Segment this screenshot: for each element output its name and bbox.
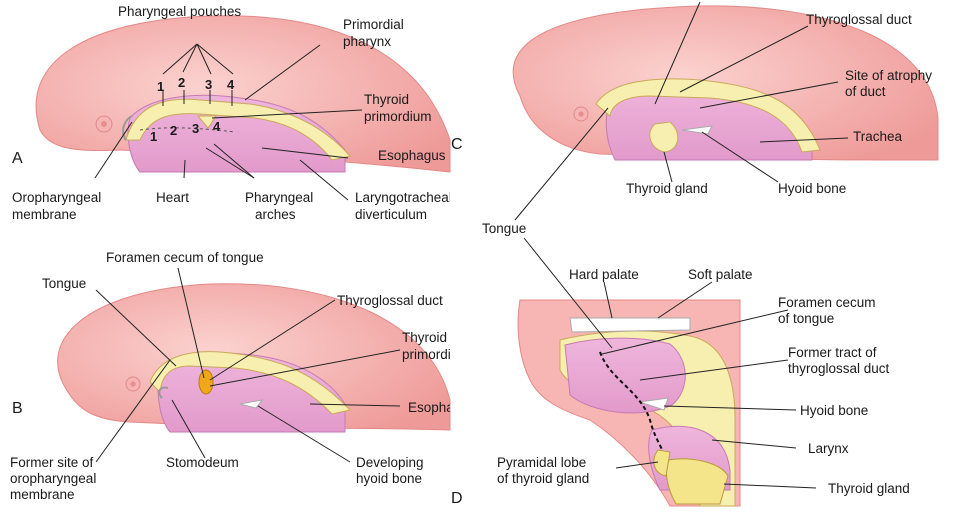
label-foramen-cecum-d-line1: Foramen cecum [778,295,876,311]
label-oropharyngeal-membrane-line1: Oropharyngeal [12,190,101,206]
label-pyramidal-lobe-line2: of thyroid gland [497,471,589,487]
label-primordial-pharynx-line2: pharynx [343,34,391,50]
label-esophagus-b: Esophagus [408,400,450,416]
label-foramen-cecum-d-line2: of tongue [778,311,834,327]
label-developing-hyoid-line2: hyoid bone [356,471,422,487]
label-soft-palate: Soft palate [688,267,753,283]
label-laryngotracheal-line2: diverticulum [355,207,450,223]
label-primordial-pharynx-line1: Primordial [343,17,404,33]
label-thyroid-gland-c: Thyroid gland [626,181,708,197]
label-thyroglossal-duct-b: Thyroglossal duct [337,293,450,309]
label-foramen-cecum-b: Foramen cecum of tongue [106,250,264,266]
label-former-site-line3: membrane [10,487,75,503]
label-pharyngeal-arches-line2: arches [255,207,296,223]
label-heart: Heart [156,190,189,206]
label-pharyngeal-pouches: Pharyngeal pouches [118,4,241,20]
label-thyroid-primordium-a-line1: Thyroid [364,92,450,108]
arch-number-3: 3 [192,122,199,136]
arch-number-2: 2 [170,124,177,138]
label-pyramidal-lobe-line1: Pyramidal lobe [497,455,586,471]
label-hyoid-bone-d: Hyoid bone [800,403,868,419]
label-oropharyngeal-membrane-line2: membrane [12,207,77,223]
label-site-atrophy-line1: Site of atrophy [845,68,932,84]
panel-label-d: D [451,490,463,508]
label-laryngotracheal-line1: Laryngotracheal [355,190,450,206]
pouch-number-4: 4 [227,78,234,92]
label-former-tract-line1: Former tract of [788,345,877,361]
pouch-number-3: 3 [205,78,212,92]
label-thyroid-primordium-b-line1: Thyroid [402,330,450,346]
label-stomodeum: Stomodeum [166,455,239,471]
arch-number-4: 4 [213,120,220,134]
label-thyroid-primordium-a-line2: primordium [364,109,450,125]
panel-c-embryo [513,2,938,220]
arch-number-1: 1 [150,130,157,144]
panel-label-a: A [12,150,23,168]
label-trachea: Trachea [853,129,902,145]
panel-label-c: C [451,136,463,154]
label-tongue-d: Tongue [482,221,526,237]
label-former-site-line1: Former site of [10,455,93,471]
pouch-number-1: 1 [157,80,164,94]
label-tongue-b: Tongue [42,276,86,292]
label-pharyngeal-arches-line1: Pharyngeal [245,190,313,206]
label-larynx: Larynx [808,441,849,457]
label-thyroid-primordium-b-line2: primordium [402,347,450,363]
label-former-tract-line2: thyroglossal duct [788,361,889,377]
pouch-number-2: 2 [178,76,185,90]
label-site-atrophy-line2: of duct [845,84,886,100]
panel-label-b: B [12,400,23,418]
label-hyoid-bone-c: Hyoid bone [778,181,846,197]
label-esophagus-a: Esophagus [378,148,450,164]
label-developing-hyoid-line1: Developing [356,455,424,471]
label-hard-palate: Hard palate [569,267,639,283]
label-former-site-line2: oropharyngeal [10,471,96,487]
label-thyroglossal-duct-c: Thyroglossal duct [806,12,912,28]
label-thyroid-gland-d: Thyroid gland [828,481,910,497]
